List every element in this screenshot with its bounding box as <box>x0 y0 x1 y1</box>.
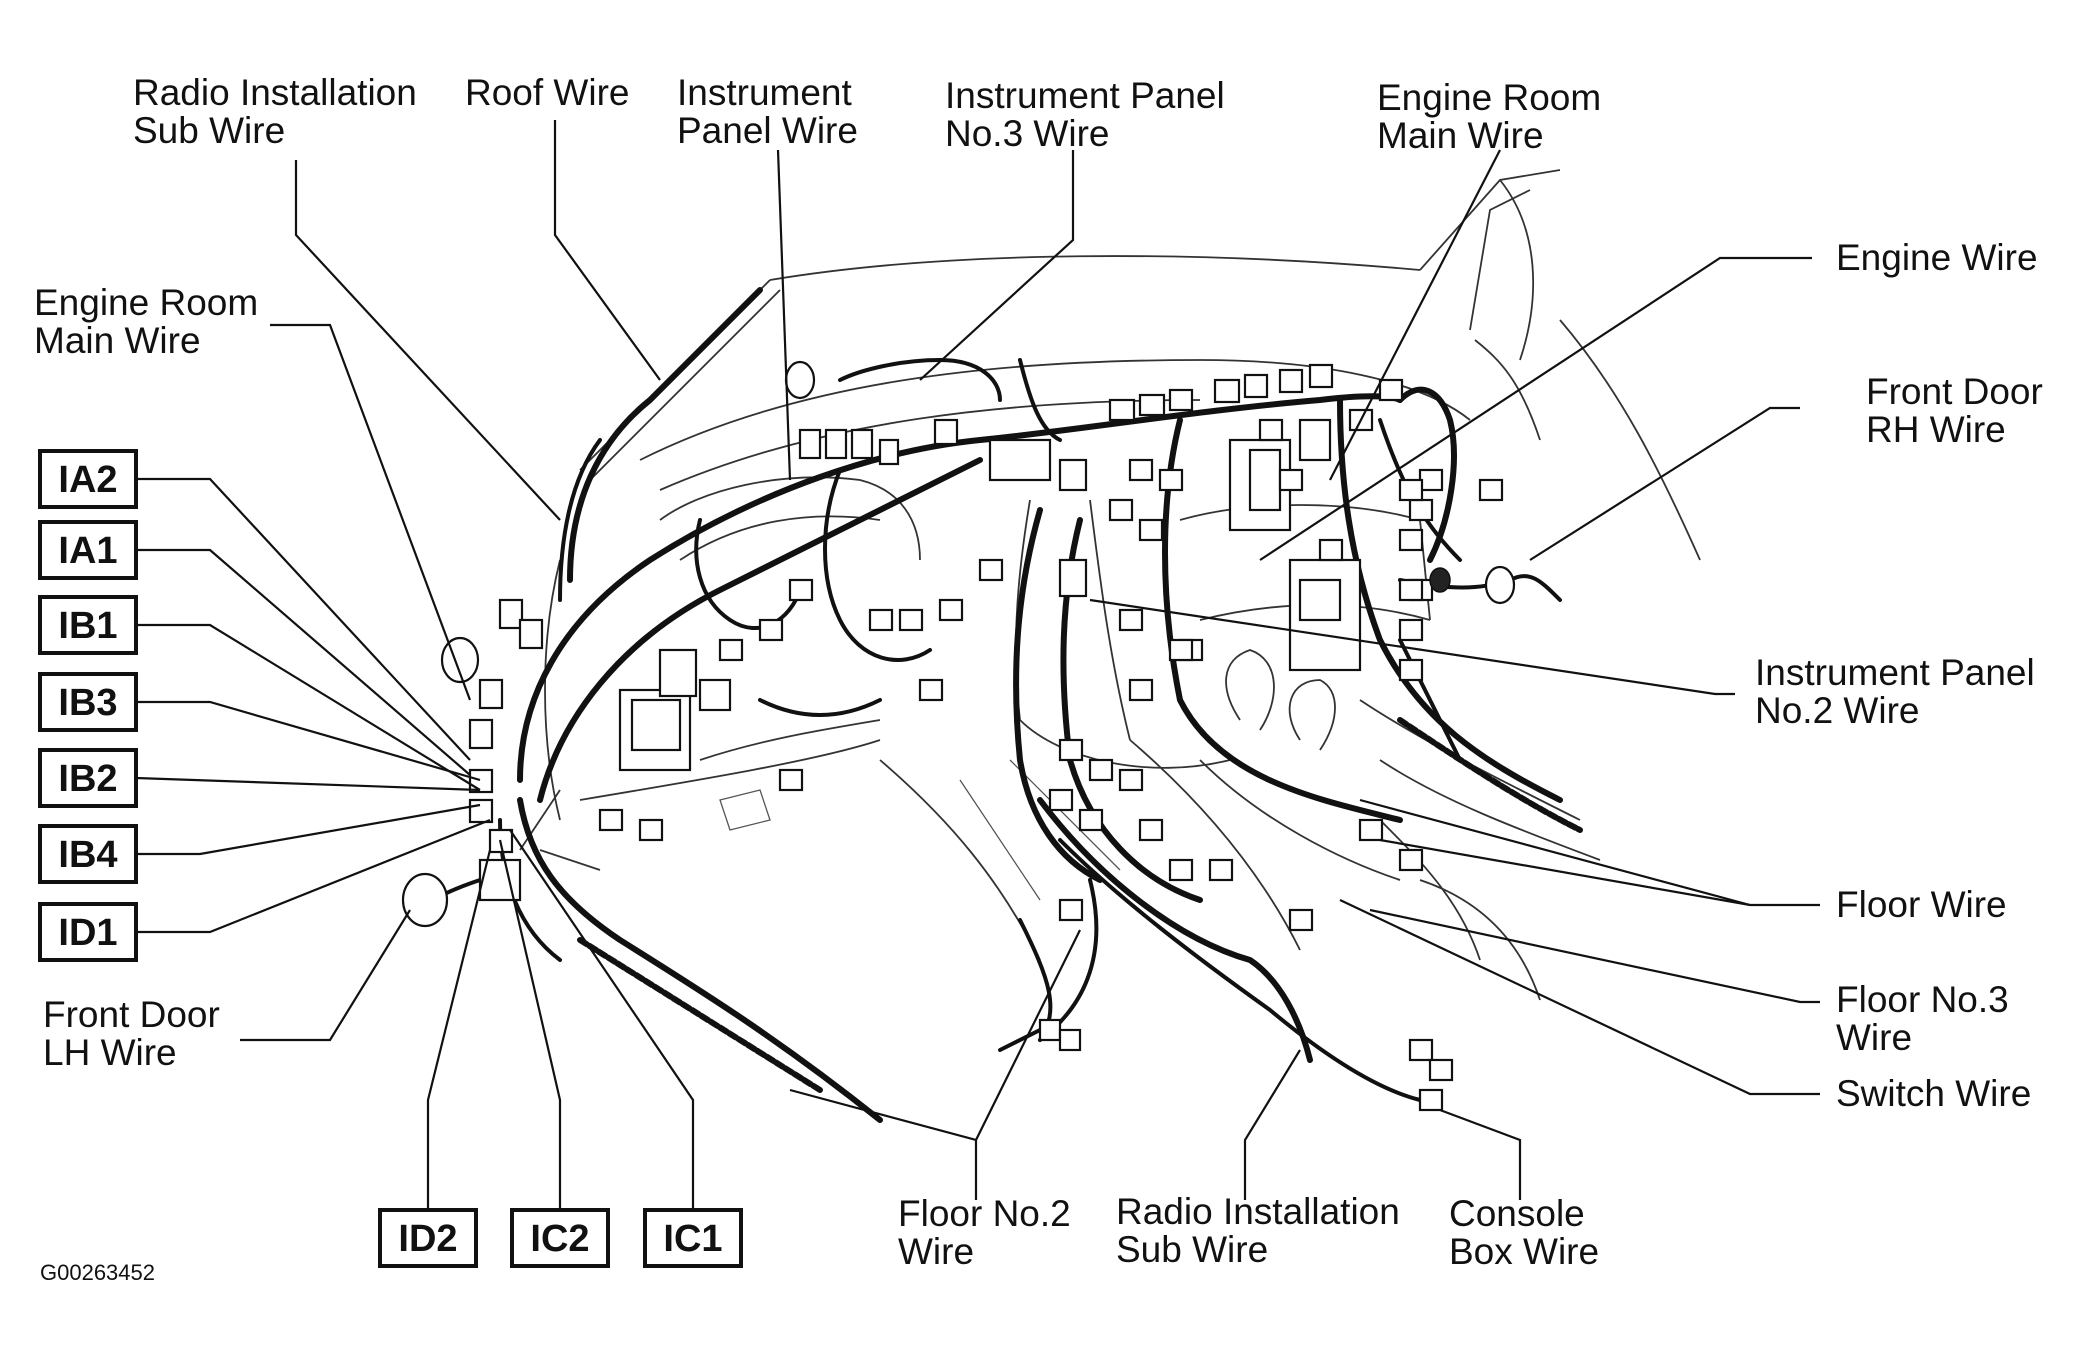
svg-text:IA2: IA2 <box>58 459 117 501</box>
code-box-ic1: IC1 <box>643 1208 743 1268</box>
code-box-ic2: IC2 <box>510 1208 610 1268</box>
harness-bundles <box>418 287 1583 1123</box>
label-roof-wire: Roof Wire <box>465 72 629 113</box>
code-box-ib3: IB3 <box>38 672 138 732</box>
leader-lines <box>135 120 1820 1210</box>
svg-text:IA1: IA1 <box>58 530 117 572</box>
vehicle-body-outline <box>519 169 1701 1001</box>
svg-text:IB2: IB2 <box>58 758 117 800</box>
svg-text:ID2: ID2 <box>398 1218 457 1260</box>
code-box-ia1: IA1 <box>38 520 138 580</box>
svg-text:ID1: ID1 <box>58 912 117 954</box>
svg-text:IC1: IC1 <box>663 1218 722 1260</box>
code-box-ib2: IB2 <box>38 748 138 808</box>
label-floor-wire: Floor Wire <box>1836 884 2007 925</box>
label-switch-wire: Switch Wire <box>1836 1073 2031 1114</box>
svg-text:IB1: IB1 <box>58 605 117 647</box>
svg-text:IB3: IB3 <box>58 682 117 724</box>
code-box-id2: ID2 <box>378 1208 478 1268</box>
code-box-ia2: IA2 <box>38 449 138 509</box>
label-engine-wire: Engine Wire <box>1836 237 2038 278</box>
image-code: G00263452 <box>40 1260 155 1285</box>
connector-blocks <box>401 360 1516 1112</box>
code-box-ib4: IB4 <box>38 824 138 884</box>
code-box-ib1: IB1 <box>38 595 138 655</box>
code-box-id1: ID1 <box>38 902 138 962</box>
connector-code-boxes: IA2 IA1 IB1 IB3 IB2 IB4 ID1 ID2 <box>38 449 743 1268</box>
svg-text:IB4: IB4 <box>58 834 117 876</box>
svg-text:IC2: IC2 <box>530 1218 589 1260</box>
